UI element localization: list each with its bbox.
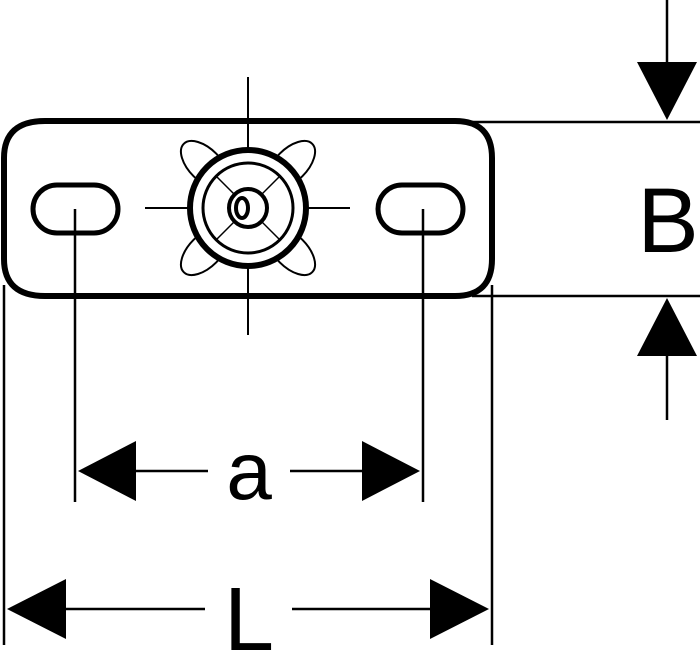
dimension-L-right-arrow [430,579,489,639]
width-extension-lines [470,120,700,298]
dimension-B: B [637,0,699,420]
dimension-a-label: a [226,426,272,517]
dimension-B-bottom-arrow [637,298,697,356]
hole-extension-lines [73,209,425,502]
right-slot-hole [375,182,466,236]
dimension-L-label: L [224,570,274,656]
dimension-B-top-arrow [637,62,697,120]
length-extension-lines [2,285,494,645]
dimension-a-right-arrow [362,441,420,501]
dimension-B-label: B [637,170,698,272]
dimension-L: L [7,570,489,656]
dimension-a: a [78,426,420,517]
fitting-center-hole [234,196,250,220]
dimension-L-left-arrow [7,579,66,639]
fitting-mid-ring [201,161,295,255]
dimension-a-left-arrow [78,441,136,501]
plate-outline [0,118,495,299]
fitting-center-lines [145,77,350,335]
